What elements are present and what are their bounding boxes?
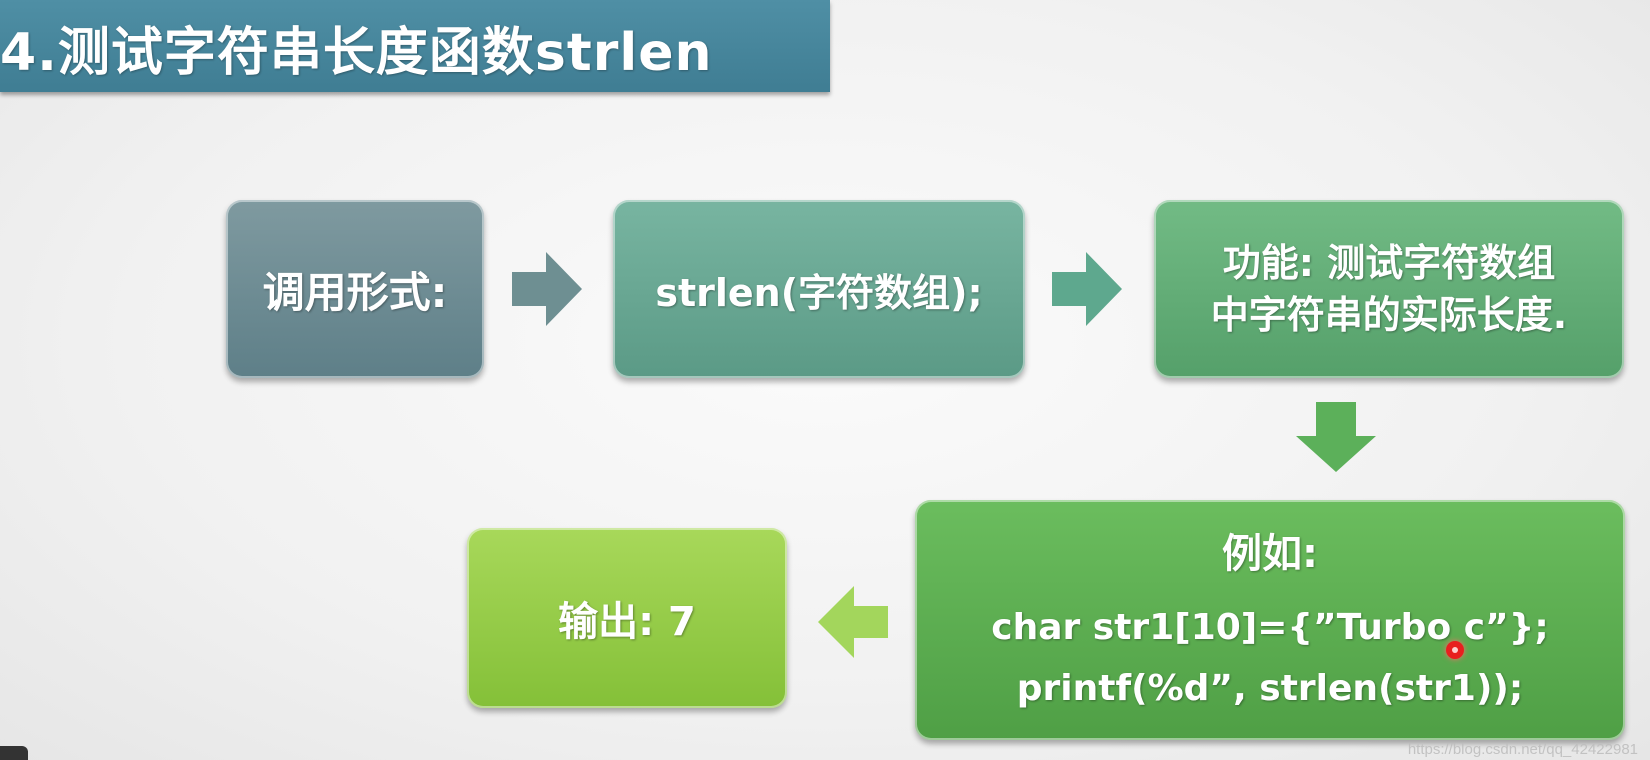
- output-text: 输出: 7: [558, 599, 696, 645]
- arrow-down-icon: [1296, 402, 1376, 472]
- corner-mark: [0, 746, 28, 760]
- call-form-code-box: strlen(字符数组);: [613, 200, 1025, 378]
- function-line-2: 中字符串的实际长度.: [1210, 293, 1568, 337]
- call-form-label: 调用形式:: [262, 267, 448, 317]
- arrow-right-icon: [1052, 252, 1122, 326]
- call-form-code: strlen(字符数组);: [655, 270, 983, 315]
- title-bar: 4.测试字符串长度函数strlen: [0, 0, 830, 92]
- arrow-right-icon: [512, 252, 582, 326]
- function-line-1: 功能: 测试字符数组: [1222, 241, 1556, 285]
- slide-title: 4.测试字符串长度函数strlen: [0, 23, 713, 83]
- watermark: https://blog.csdn.net/qq_42422981: [1407, 741, 1638, 758]
- example-code-line-1: char str1[10]={”Turbo c”};: [991, 607, 1549, 648]
- example-box: 例如: char str1[10]={”Turbo c”}; printf(%d…: [915, 500, 1625, 740]
- example-code-line-2: printf(%d”, strlen(str1));: [1016, 668, 1524, 709]
- example-label: 例如:: [1222, 531, 1318, 577]
- output-box: 输出: 7: [467, 528, 787, 708]
- function-description-box: 功能: 测试字符数组 中字符串的实际长度.: [1154, 200, 1624, 378]
- arrow-left-icon: [818, 586, 888, 658]
- call-form-label-box: 调用形式:: [226, 200, 484, 378]
- pointer-dot-icon: [1446, 641, 1464, 659]
